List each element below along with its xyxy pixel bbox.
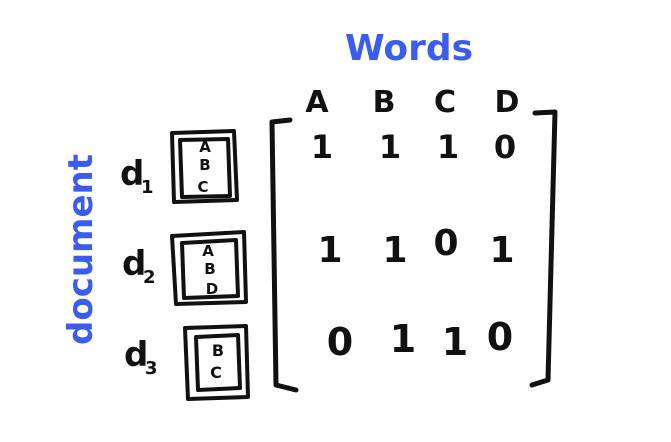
document-box: A B C xyxy=(170,129,239,204)
doc-word: A xyxy=(202,242,214,260)
matrix-cell: 0 xyxy=(494,128,516,166)
matrix-row: 0 1 1 0 xyxy=(327,315,513,364)
doc-word: C xyxy=(210,363,222,382)
document-box: B C xyxy=(183,324,250,401)
matrix-cell: 1 xyxy=(442,320,468,364)
row-label: d 1 xyxy=(120,154,154,198)
matrix-cell: 1 xyxy=(311,128,333,166)
row-label-subscript: 1 xyxy=(141,177,154,198)
doc-word: B xyxy=(204,260,215,278)
column-header: B xyxy=(373,85,396,120)
matrix-cell: 1 xyxy=(317,230,342,271)
doc-word: D xyxy=(206,280,218,298)
words-title: Words xyxy=(345,28,473,69)
row-label-subscript: 3 xyxy=(145,358,158,379)
doc-word: C xyxy=(197,178,208,196)
doc-word: A xyxy=(199,138,211,156)
matrix-left-bracket xyxy=(269,117,299,393)
column-headers: A B C D xyxy=(305,85,519,120)
column-header: C xyxy=(434,85,456,120)
document-label: document xyxy=(61,154,101,345)
matrix-cell: 0 xyxy=(433,223,458,264)
matrix-cell: 1 xyxy=(379,128,401,166)
row-label-base: d xyxy=(120,154,144,194)
matrix-row: 1 1 0 1 xyxy=(317,223,514,271)
row-label-subscript: 2 xyxy=(143,267,156,288)
matrix-right-bracket xyxy=(529,109,558,388)
doc-word: B xyxy=(212,341,224,360)
doc-word: B xyxy=(199,156,210,174)
matrix-cell: 1 xyxy=(390,317,416,361)
matrix-cell: 1 xyxy=(489,230,514,271)
column-header: A xyxy=(305,85,329,120)
column-header: D xyxy=(495,85,520,120)
matrix-cell: 1 xyxy=(382,230,407,271)
row-label-base: d xyxy=(124,335,148,375)
matrix-row: 1 1 1 0 xyxy=(311,128,516,166)
row-label: d 2 xyxy=(122,244,156,288)
matrix-cell: 0 xyxy=(487,315,513,359)
row-label: d 3 xyxy=(124,335,158,379)
row-label-base: d xyxy=(122,244,146,284)
document-box: A B D xyxy=(170,230,248,306)
matrix-cell: 0 xyxy=(327,320,353,364)
matrix-cell: 1 xyxy=(437,128,459,166)
